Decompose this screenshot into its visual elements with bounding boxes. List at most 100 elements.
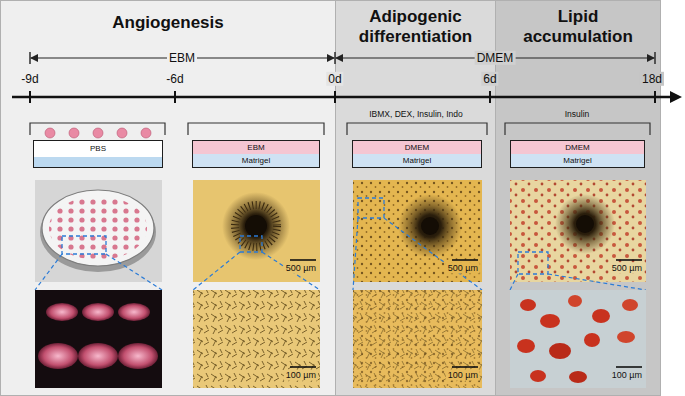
lipid-zoom-photo xyxy=(510,290,646,388)
step-bracket xyxy=(347,123,487,135)
lipid-droplet xyxy=(549,343,571,359)
lipid-droplet xyxy=(568,295,582,307)
step-bracket xyxy=(505,123,650,135)
cell-texture xyxy=(353,290,482,388)
hanging-drop xyxy=(141,128,151,138)
droplet xyxy=(118,343,158,369)
day-label: 0d xyxy=(326,72,343,86)
differentiation-photo xyxy=(353,180,482,282)
medium-label: EBM xyxy=(167,51,197,65)
zoom-line xyxy=(262,252,320,290)
lipid-droplet xyxy=(584,333,600,347)
lipid-droplet xyxy=(622,299,638,311)
layer-label: PBS xyxy=(34,141,162,167)
zoom-box xyxy=(518,252,548,274)
axis-arrowhead xyxy=(670,91,682,103)
scale-label: 500 µm xyxy=(446,263,480,274)
zoom-line xyxy=(510,274,518,290)
supplement-label: Insulin xyxy=(563,109,592,119)
day-label: 18d xyxy=(640,72,664,86)
droplet xyxy=(78,343,118,369)
supplement-label: IBMX, DEX, Insulin, Indo xyxy=(367,109,465,119)
lipid-droplet xyxy=(592,309,610,323)
layer-label: DMEM xyxy=(511,141,644,154)
lipid-droplet xyxy=(617,331,635,343)
layer-label: Matrigel xyxy=(193,154,319,167)
droplet xyxy=(82,303,114,321)
day-label: -9d xyxy=(19,72,40,86)
lipid-droplet xyxy=(569,371,587,383)
spheroid xyxy=(576,215,594,233)
layer-label: Matrigel xyxy=(511,154,644,167)
spheroid xyxy=(421,217,439,235)
zoom-box xyxy=(358,198,384,218)
day-label: -6d xyxy=(164,72,185,86)
layer-label: EBM xyxy=(193,141,319,154)
sprouts xyxy=(235,205,277,247)
scale-label: 100 µm xyxy=(446,370,480,381)
petri-dish xyxy=(42,190,154,266)
scale-bar xyxy=(452,259,478,261)
hanging-drop xyxy=(117,128,127,138)
scale-label: 500 µm xyxy=(284,263,318,274)
scale-bar xyxy=(452,366,478,368)
scale-bar xyxy=(616,366,642,368)
axis-tick xyxy=(29,91,31,103)
zoom-box xyxy=(240,236,262,252)
spheroid xyxy=(245,215,267,237)
hanging-drop xyxy=(93,128,103,138)
axis-tick xyxy=(174,91,176,103)
plate-photo xyxy=(35,180,162,282)
axis-tick xyxy=(489,91,491,103)
scale-bar xyxy=(616,259,642,261)
lipid-photo xyxy=(510,180,646,282)
droplet-array xyxy=(49,196,147,260)
spheroid-halo xyxy=(555,194,615,254)
zoom-line xyxy=(353,218,358,290)
cell-texture xyxy=(353,180,482,282)
zoom-line xyxy=(35,254,62,290)
medium-label: DMEM xyxy=(475,51,516,65)
stage-heading: Lipid accumulation xyxy=(512,7,644,46)
differentiation-zoom-photo xyxy=(353,290,482,388)
bracket-end xyxy=(334,52,335,64)
step-bracket xyxy=(188,123,324,135)
droplet xyxy=(46,303,78,321)
zoom-line xyxy=(384,218,482,290)
droplet xyxy=(118,303,150,321)
time-axis xyxy=(12,96,672,99)
zoom-box xyxy=(62,236,106,254)
sprout-texture xyxy=(193,290,320,388)
scale-bar xyxy=(290,259,316,261)
axis-tick xyxy=(654,91,656,103)
layer-label: Matrigel xyxy=(353,154,481,167)
layer-label: DMEM xyxy=(353,141,481,154)
culture-well: DMEMMatrigel xyxy=(352,140,482,168)
scale-label: 100 µm xyxy=(610,370,644,381)
droplet xyxy=(38,343,78,369)
zoom-line xyxy=(106,254,162,290)
hanging-drop xyxy=(69,128,79,138)
stage-heading: Angiogenesis xyxy=(18,13,318,33)
lipid-texture xyxy=(510,180,646,282)
bracket-end xyxy=(29,52,30,64)
bracket-end xyxy=(654,52,655,64)
stage-heading: Adipogenic differentiation xyxy=(350,7,482,46)
culture-well: EBMMatrigel xyxy=(192,140,320,168)
culture-well: PBS xyxy=(33,140,163,168)
lipid-droplet xyxy=(517,339,535,353)
sprout-zoom-photo xyxy=(193,290,320,388)
spheroid-halo xyxy=(222,192,290,260)
scale-label: 500 µm xyxy=(610,263,644,274)
axis-tick xyxy=(334,91,336,103)
zoom-line xyxy=(193,252,240,290)
hanging-drop xyxy=(45,128,55,138)
lipid-droplet xyxy=(520,299,536,311)
lipid-droplet xyxy=(540,314,560,328)
cell-texture xyxy=(353,290,482,388)
day-label: 6d xyxy=(481,72,498,86)
scale-bar xyxy=(290,366,316,368)
spheroid-halo xyxy=(398,194,462,258)
